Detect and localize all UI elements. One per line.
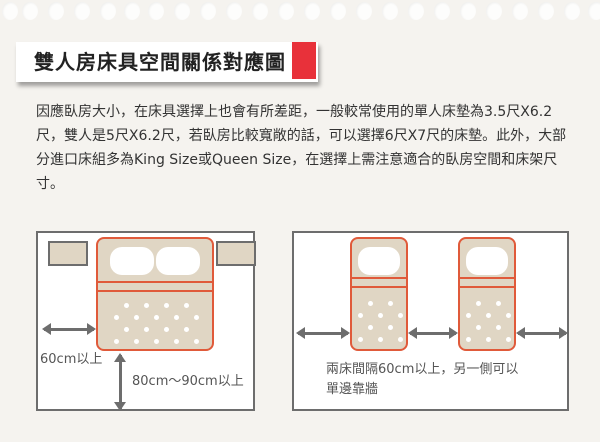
pillow [466, 247, 508, 275]
binding-hole [226, 2, 242, 20]
binding-hole [100, 2, 116, 20]
nightstand-left [48, 241, 88, 266]
binding-hole [148, 2, 164, 20]
foot-clearance-arrow [114, 353, 126, 411]
foot-clearance-label: 80cm～90cm以上 [132, 374, 244, 389]
binding-hole [588, 2, 600, 20]
binding-hole [22, 2, 38, 20]
binding-hole [434, 2, 450, 20]
right-clearance-arrow [516, 327, 568, 339]
binding-hole [408, 2, 424, 20]
binding-hole [200, 2, 216, 20]
intro-paragraph: 因應臥房大小，在床具選擇上也會有所差距，一般較常使用的單人床墊為3.5尺X6.2… [36, 104, 567, 192]
bed-band [460, 277, 514, 288]
twin-clearance-label-line1: 兩床間隔60cm以上，另一側可以 [326, 362, 519, 377]
pillow [156, 247, 200, 275]
binding-hole [2, 2, 18, 20]
title-accent-block [292, 42, 316, 79]
side-clearance-label: 60cm以上 [40, 352, 103, 367]
binding-hole [538, 2, 554, 20]
binding-hole [174, 2, 190, 20]
binding-hole [460, 2, 476, 20]
bed-band [352, 277, 406, 288]
side-clearance-arrow [42, 323, 96, 335]
single-bed-left [350, 237, 408, 351]
double-bed-diagram: 60cm以上 80cm～90cm以上 [36, 231, 256, 411]
binding-hole [48, 2, 64, 20]
between-beds-arrow [408, 327, 458, 339]
left-clearance-arrow [296, 327, 350, 339]
binding-hole [486, 2, 502, 20]
twin-clearance-label-line2: 單邊靠牆 [326, 382, 379, 397]
binding-hole [382, 2, 398, 20]
binding-hole [512, 2, 528, 20]
binding-hole [278, 2, 294, 20]
notebook-binding-holes [0, 0, 600, 24]
binding-hole [74, 2, 90, 20]
page-title: 雙人房床具空間關係對應圖 [34, 50, 286, 74]
nightstand-right [216, 241, 256, 266]
binding-hole [564, 2, 580, 20]
pillow [358, 247, 400, 275]
binding-hole [356, 2, 372, 20]
binding-hole [124, 2, 140, 20]
bed-band [98, 281, 212, 292]
twin-bed-diagram: 兩床間隔60cm以上，另一側可以 單邊靠牆 [292, 231, 569, 411]
binding-hole [252, 2, 268, 20]
title-banner: 雙人房床具空間關係對應圖 [16, 42, 318, 82]
double-bed [96, 237, 214, 351]
single-bed-right [458, 237, 516, 351]
binding-hole [304, 2, 320, 20]
binding-hole [330, 2, 346, 20]
pillow [110, 247, 154, 275]
